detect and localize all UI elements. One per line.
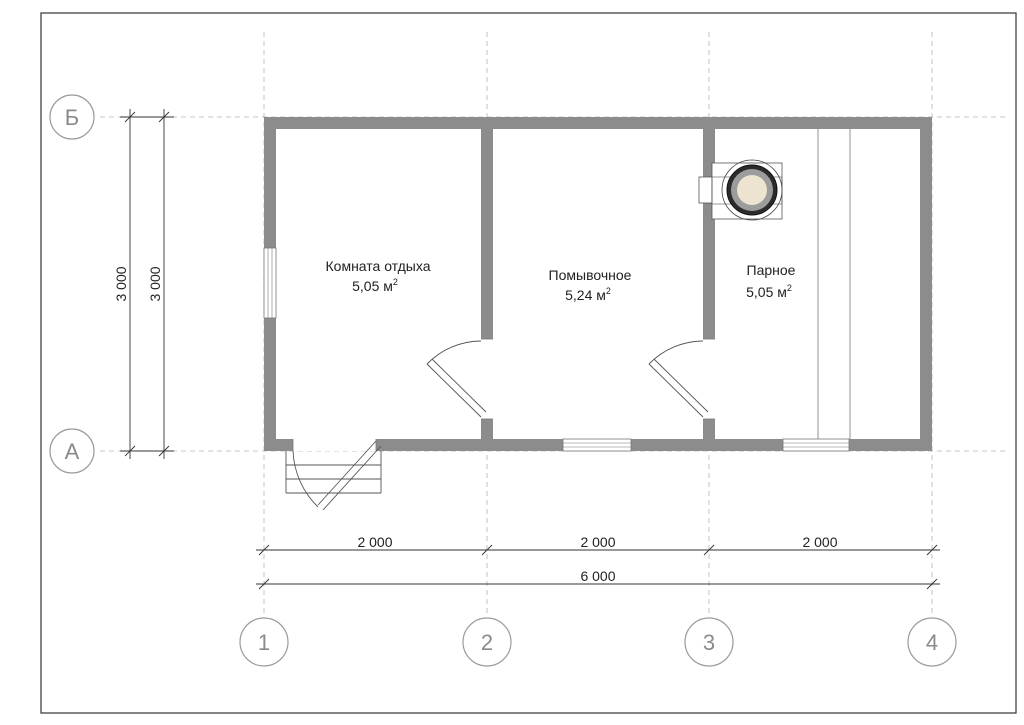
svg-text:Б: Б bbox=[65, 105, 79, 130]
svg-text:А: А bbox=[65, 439, 80, 464]
axis-bubble-1: 1 bbox=[239, 617, 289, 667]
door-opening-1 bbox=[481, 339, 493, 419]
dim-segment-1: 2 000 bbox=[357, 534, 392, 550]
entrance-door bbox=[292, 440, 382, 511]
stove-icon bbox=[698, 159, 783, 221]
dim-height-outer: 3 000 bbox=[113, 266, 129, 301]
entrance-opening bbox=[293, 439, 376, 451]
door-swing-1 bbox=[426, 340, 487, 418]
svg-text:3: 3 bbox=[703, 630, 715, 655]
axis-bubble-a: А bbox=[49, 428, 95, 474]
room-label-steam: Парное bbox=[747, 262, 796, 278]
axis-bubble-2: 2 bbox=[462, 617, 512, 667]
dim-segment-2: 2 000 bbox=[580, 534, 615, 550]
svg-text:4: 4 bbox=[926, 630, 938, 655]
dim-total: 6 000 bbox=[580, 568, 615, 584]
axis-bubble-4: 4 bbox=[907, 617, 957, 667]
room-area-rest: 5,05 м2 bbox=[352, 277, 398, 294]
sauna-shelves bbox=[817, 129, 851, 439]
window-bottom-2 bbox=[782, 438, 850, 452]
dim-height-inner: 3 000 bbox=[147, 266, 163, 301]
room-area-steam: 5,05 м2 bbox=[746, 283, 792, 300]
door-opening-2 bbox=[703, 339, 715, 419]
dimension-lines-horizontal bbox=[256, 544, 940, 590]
dimension-lines-vertical bbox=[120, 109, 174, 459]
svg-text:2: 2 bbox=[481, 630, 493, 655]
door-swing-2 bbox=[648, 340, 709, 418]
room-label-rest: Комната отдыха bbox=[326, 258, 431, 274]
dim-segment-3: 2 000 bbox=[802, 534, 837, 550]
room-area-wash: 5,24 м2 bbox=[565, 286, 611, 303]
axis-bubble-b: Б bbox=[49, 94, 95, 140]
window-left bbox=[263, 247, 277, 319]
window-bottom-1 bbox=[562, 438, 632, 452]
room-label-wash: Помывочное bbox=[549, 267, 632, 283]
entrance-steps bbox=[285, 451, 382, 494]
sheet-frame bbox=[40, 12, 1017, 714]
axis-bubble-3: 3 bbox=[684, 617, 734, 667]
svg-text:1: 1 bbox=[258, 630, 270, 655]
